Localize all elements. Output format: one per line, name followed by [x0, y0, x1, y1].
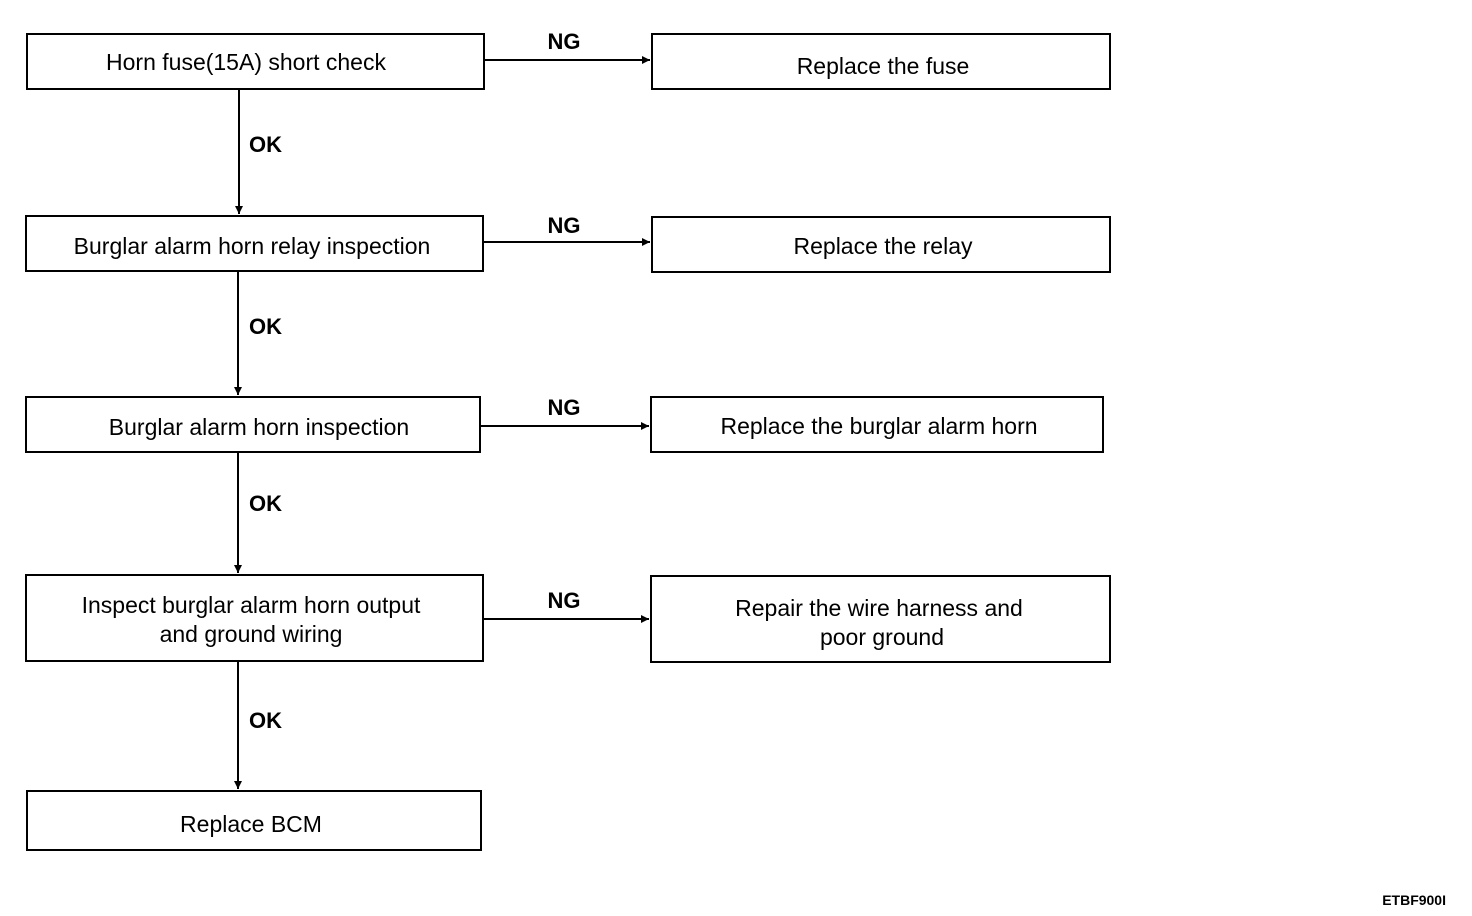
action-box-replace-horn: Replace the burglar alarm horn	[650, 396, 1104, 453]
action-box-repair-wiring: Repair the wire harness and poor ground	[650, 575, 1111, 663]
step-label-relay-inspection: Burglar alarm horn relay inspection	[74, 233, 431, 259]
action-box-replace-fuse: Replace the fuse	[651, 33, 1111, 90]
action-label-replace-horn: Replace the burglar alarm horn	[720, 413, 1037, 439]
ng-label-3: NG	[548, 395, 581, 420]
ok-label-4: OK	[249, 708, 282, 733]
ng-label-1: NG	[548, 29, 581, 54]
action-label-replace-fuse: Replace the fuse	[797, 53, 970, 79]
step-box-replace-bcm: Replace BCM	[26, 790, 482, 851]
step-label-wiring-inspection-line2: and ground wiring	[160, 621, 343, 647]
ng-label-4: NG	[548, 588, 581, 613]
ok-label-3: OK	[249, 491, 282, 516]
action-box-replace-relay: Replace the relay	[651, 216, 1111, 273]
step-box-horn-inspection: Burglar alarm horn inspection	[25, 396, 481, 453]
step-label-horn-inspection: Burglar alarm horn inspection	[109, 414, 409, 440]
step-box-relay-inspection: Burglar alarm horn relay inspection	[25, 215, 484, 272]
step-label-fuse-check: Horn fuse(15A) short check	[106, 49, 386, 75]
ok-label-2: OK	[249, 314, 282, 339]
action-label-repair-wiring-line2: poor ground	[820, 624, 944, 650]
step-label-replace-bcm: Replace BCM	[180, 811, 322, 837]
step-label-wiring-inspection-line1: Inspect burglar alarm horn output	[82, 592, 421, 618]
step-box-fuse-check: Horn fuse(15A) short check	[26, 33, 485, 90]
ng-label-2: NG	[548, 213, 581, 238]
step-box-wiring-inspection: Inspect burglar alarm horn output and gr…	[25, 574, 484, 662]
action-label-replace-relay: Replace the relay	[794, 233, 973, 259]
action-label-repair-wiring-line1: Repair the wire harness and	[735, 595, 1023, 621]
figure-code: ETBF900I	[1382, 892, 1446, 908]
ok-label-1: OK	[249, 132, 282, 157]
